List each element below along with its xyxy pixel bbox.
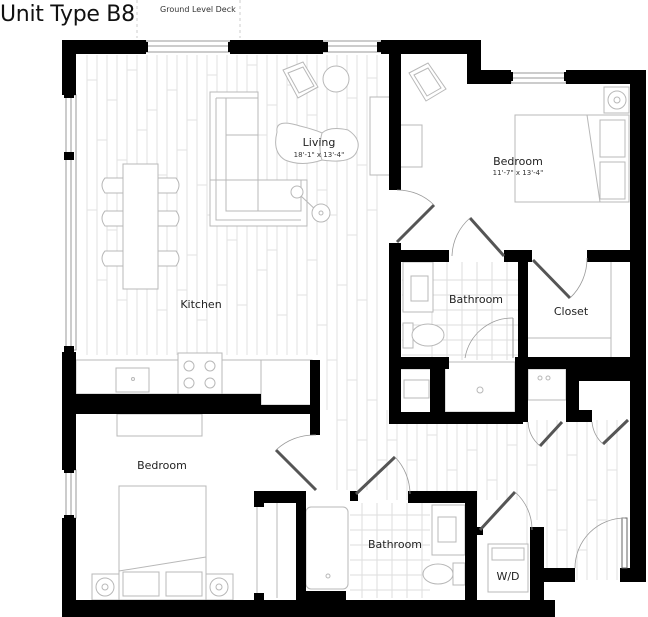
bed-main xyxy=(514,86,630,203)
media-console xyxy=(369,96,391,176)
side-table-round xyxy=(322,65,350,93)
doors xyxy=(274,189,630,569)
dining-chairs-left xyxy=(101,177,124,267)
closet-shelves xyxy=(527,262,612,401)
sectional-sofa xyxy=(209,91,308,227)
dining-table-set xyxy=(101,163,180,290)
label-bedroom-second: Bedroom xyxy=(137,459,187,472)
door-bathroom-upper xyxy=(451,216,506,258)
armchair-bedroom xyxy=(408,62,447,102)
bedroom-desk xyxy=(399,124,423,168)
walls xyxy=(62,40,646,617)
dresser xyxy=(116,413,203,437)
bathroom-upper-fixtures xyxy=(398,261,516,415)
label-bathroom-upper: Bathroom xyxy=(449,293,503,306)
label-living: Living xyxy=(303,136,336,149)
stove xyxy=(177,352,223,395)
door-laundry xyxy=(478,490,533,532)
room-labels: Living 18'-1" x 13'-4" Bedroom 11'-7" x … xyxy=(137,136,589,583)
floor-lamp xyxy=(290,185,331,223)
door-utility-left xyxy=(527,420,564,448)
toilet-bowl-lower xyxy=(422,563,454,585)
door-bathroom-lower xyxy=(354,455,411,496)
label-bedroom-main: Bedroom xyxy=(493,155,543,168)
door-bedroom-second xyxy=(274,434,318,492)
door-utility-right xyxy=(591,418,630,446)
label-laundry: W/D xyxy=(496,570,519,583)
washer-dryer xyxy=(487,543,529,593)
bathroom-lower-fixtures xyxy=(305,504,466,590)
bathroom-lower-tile xyxy=(350,503,430,598)
dining-table xyxy=(122,163,159,290)
label-kitchen: Kitchen xyxy=(180,298,221,311)
toilet-tank-lower xyxy=(452,562,466,586)
utility-sink xyxy=(527,368,567,401)
door-closet xyxy=(531,257,588,300)
dining-chairs-right xyxy=(157,177,180,267)
toilet-tank xyxy=(402,322,414,349)
toilet-bowl xyxy=(411,323,445,347)
label-closet: Closet xyxy=(554,305,589,318)
label-bedroom-main-dimensions: 11'-7" x 13'-4" xyxy=(493,169,544,177)
deck-label: Ground Level Deck xyxy=(160,5,236,14)
door-shower xyxy=(464,317,514,359)
kitchen-counter xyxy=(75,352,313,406)
wardrobe-second xyxy=(256,500,278,598)
bed-second xyxy=(91,413,234,601)
label-living-dimensions: 18'-1" x 13'-4" xyxy=(294,151,345,159)
living-rug xyxy=(275,122,359,164)
wood-floor-pattern xyxy=(86,55,618,580)
door-main-bedroom xyxy=(395,189,436,244)
bathtub xyxy=(305,506,349,590)
label-bathroom-lower: Bathroom xyxy=(368,538,422,551)
armchair-living xyxy=(282,61,350,99)
door-entry xyxy=(574,517,628,569)
unit-title: Unit Type B8 xyxy=(0,2,135,27)
